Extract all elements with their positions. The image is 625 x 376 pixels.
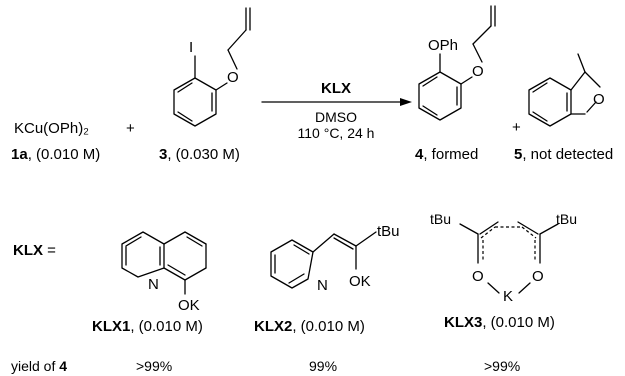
caption-compound-4: 4, formed bbox=[415, 146, 479, 163]
atom-oxygen-4: O bbox=[472, 63, 484, 80]
caption-compound-3: 3, (0.030 M) bbox=[159, 146, 240, 163]
yield-klx2: 99% bbox=[309, 358, 338, 374]
atom-oxygen-3: O bbox=[227, 69, 239, 86]
klx2-atom-ok: OK bbox=[349, 273, 371, 290]
ligand-klx3-structure bbox=[459, 221, 559, 294]
arrow-solvent: DMSO bbox=[315, 109, 357, 125]
yield-row-label: yield of 4 bbox=[11, 358, 68, 374]
reagent-1-formula: KCu(OPh)₂ bbox=[14, 120, 89, 137]
product-4-structure bbox=[418, 5, 496, 121]
group-ophenyl: OPh bbox=[428, 37, 458, 54]
klx-definition-label: KLX = bbox=[13, 242, 56, 259]
klx3-atom-k: K bbox=[503, 288, 513, 305]
caption-compound-5: 5, not detected bbox=[514, 146, 614, 163]
product-5-structure bbox=[528, 53, 601, 127]
ligand-klx2-structure bbox=[270, 231, 377, 289]
ligand-klx1-structure bbox=[121, 231, 207, 295]
klx2-atom-n: N bbox=[317, 277, 328, 294]
klx2-atom-tbu: tBu bbox=[377, 223, 400, 240]
caption-klx1: KLX1, (0.010 M) bbox=[92, 318, 203, 335]
klx3-atom-tbu-left: tBu bbox=[430, 211, 451, 227]
arrow-conditions: 110 °C, 24 h bbox=[298, 125, 375, 141]
klx3-atom-tbu-right: tBu bbox=[556, 211, 577, 227]
plus-sign-2: + bbox=[512, 119, 521, 136]
caption-klx3: KLX3, (0.010 M) bbox=[444, 314, 555, 331]
caption-klx2: KLX2, (0.010 M) bbox=[254, 318, 365, 335]
yield-klx3: >99% bbox=[484, 358, 521, 374]
caption-compound-1a: 1a, (0.010 M) bbox=[11, 146, 101, 163]
atom-oxygen-5: O bbox=[593, 91, 605, 108]
yield-klx1: >99% bbox=[136, 358, 173, 374]
klx3-atom-o-right: O bbox=[532, 268, 544, 285]
arrow-reagent-klx: KLX bbox=[321, 80, 351, 97]
compound-3-structure bbox=[173, 7, 251, 127]
klx1-atom-ok: OK bbox=[178, 297, 200, 314]
plus-sign-1: + bbox=[126, 120, 135, 137]
atom-iodine: I bbox=[189, 39, 193, 56]
klx3-atom-o-left: O bbox=[472, 268, 484, 285]
klx1-atom-n: N bbox=[148, 276, 159, 293]
reaction-arrow bbox=[261, 98, 412, 106]
